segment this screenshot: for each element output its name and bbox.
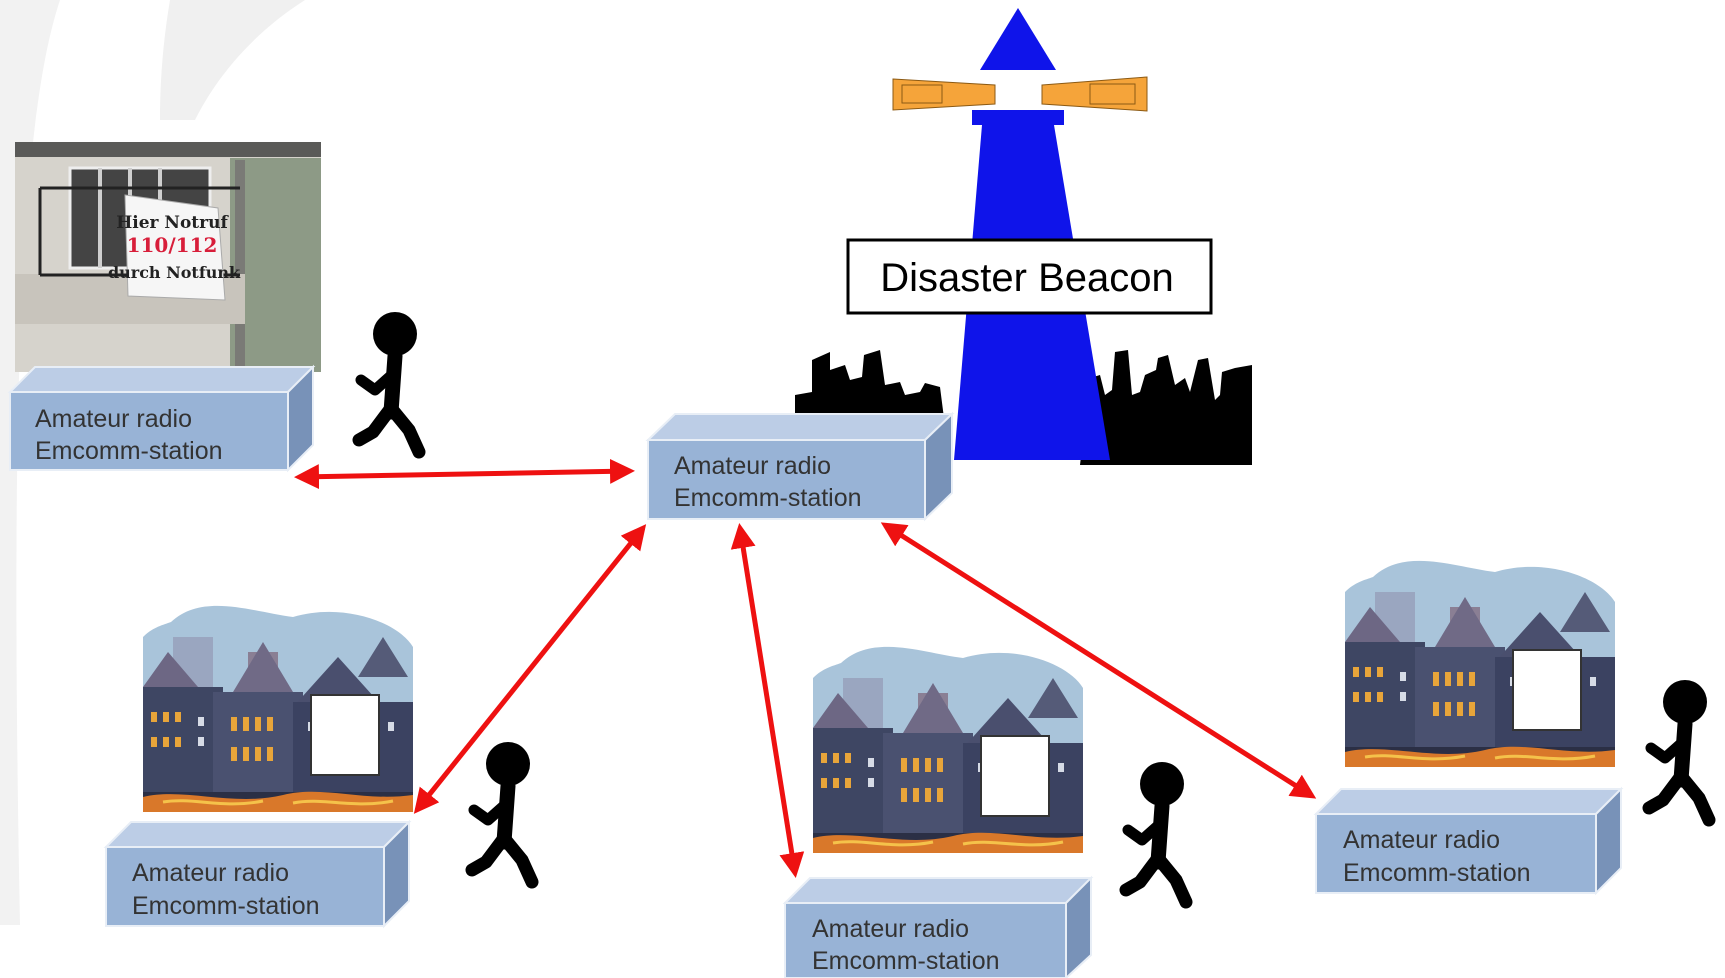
station-label-line-2: Emcomm-station bbox=[132, 892, 320, 920]
station-label-line-2: Emcomm-station bbox=[1343, 859, 1531, 887]
arrow-center-to-top-left bbox=[294, 458, 635, 490]
banner-line-1: Hier Notruf bbox=[116, 213, 229, 233]
beacon-lamp-right bbox=[1041, 76, 1148, 112]
person-icon bbox=[1126, 762, 1186, 902]
station-box-right: Amateur radio Emcomm-station bbox=[1313, 786, 1624, 896]
link-arrows bbox=[294, 458, 1317, 878]
station-box-bottom-left: Amateur radio Emcomm-station bbox=[103, 819, 412, 929]
station-box-top-left: Amateur radio Emcomm-station bbox=[7, 364, 316, 473]
person-icon bbox=[472, 742, 532, 882]
city-illustration-center bbox=[811, 645, 1085, 855]
house-photo: Hier Notruf 110/112 durch Notfunk bbox=[15, 142, 321, 372]
station-label-line-2: Emcomm-station bbox=[35, 437, 223, 465]
station-label-line-1: Amateur radio bbox=[132, 859, 289, 887]
station-box-bottom-center: Amateur radio Emcomm-station bbox=[782, 875, 1094, 978]
station-label-line-1: Amateur radio bbox=[812, 915, 969, 943]
station-label-line-2: Emcomm-station bbox=[674, 484, 862, 512]
beacon-label-box bbox=[846, 238, 1213, 315]
arrow-center-to-bottom-center bbox=[730, 523, 805, 878]
city-illustration-right bbox=[1343, 559, 1617, 769]
beacon-lamp-left bbox=[892, 78, 996, 111]
person-icon bbox=[359, 312, 419, 452]
station-box-center: Amateur radio Emcomm-station bbox=[645, 411, 955, 522]
station-label-line-1: Amateur radio bbox=[35, 405, 192, 433]
station-label-line-1: Amateur radio bbox=[674, 452, 831, 480]
arrow-center-to-right bbox=[880, 522, 1317, 799]
beacon-label: Disaster Beacon bbox=[880, 256, 1173, 300]
arrow-center-to-bottom-left bbox=[413, 524, 647, 814]
banner-line-2: 110/112 bbox=[127, 233, 218, 257]
notruf-banner: Hier Notruf 110/112 durch Notfunk bbox=[108, 194, 241, 301]
person-icon bbox=[1649, 680, 1709, 820]
banner-line-3: durch Notfunk bbox=[108, 263, 241, 282]
city-illustration-left bbox=[141, 604, 415, 814]
station-label-line-2: Emcomm-station bbox=[812, 947, 1000, 975]
disaster-beacon-lighthouse: Disaster Beacon bbox=[795, 8, 1252, 465]
station-label-line-1: Amateur radio bbox=[1343, 826, 1500, 854]
